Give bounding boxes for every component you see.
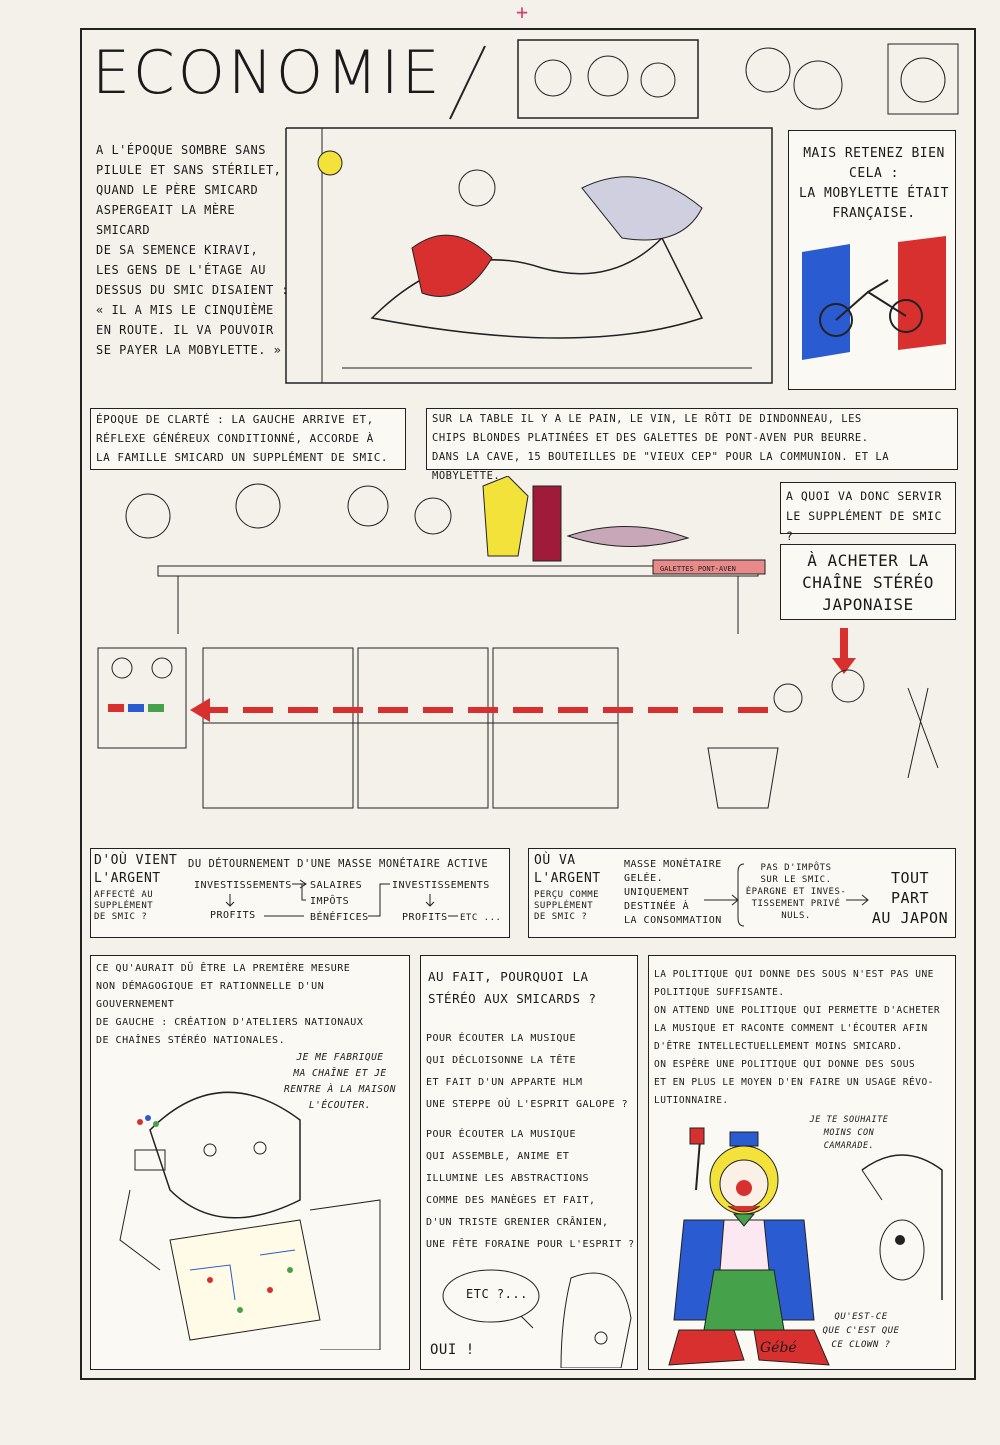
flow-right-box	[528, 848, 956, 938]
flow-left-etc: ETC ...	[460, 913, 502, 923]
panel2-right-box	[426, 408, 958, 470]
flow-left-box	[90, 848, 510, 938]
bottom-left-text: CE QU'AURAIT DÛ ÊTRE LA PREMIÈRE MESURE …	[96, 963, 364, 1046]
flow-left-invest-2: INVESTISSEMENTS	[392, 880, 490, 891]
question-text: A QUOI VA DONC SERVIR LE SUPPLÉMENT DE S…	[786, 489, 942, 543]
worker-speech-bubble: JE ME FABRIQUE MA CHAÎNE ET JE RENTRE À …	[284, 1052, 396, 1111]
flow-left-salaires: SALAIRES	[310, 880, 363, 891]
question-box	[780, 482, 956, 534]
flow-left-question-sub: AFFECTÉ AU SUPPLÉMENT DE SMIC ?	[94, 890, 154, 922]
dinner-table-illustration: GALETTES PONT-AVEN	[125, 476, 766, 634]
clown-speech-bubble: JE TE SOUHAITE MOINS CON CAMARADE.	[809, 1115, 889, 1151]
flow-left-benefices: BÉNÉFICES	[310, 912, 369, 923]
clown-illustration	[668, 1127, 830, 1366]
flow-left-invest-1: INVESTISSEMENTS	[194, 880, 292, 891]
panel2-right-text: SUR LA TABLE IL Y A LE PAIN, LE VIN, LE …	[432, 413, 890, 482]
bottom-right-text: LA POLITIQUE QUI DONNE DES SOUS N'EST PA…	[654, 969, 941, 1106]
title-slash	[449, 45, 486, 120]
flow-left-impots: IMPÔTS	[310, 896, 350, 907]
answer-text: À ACHETER LA CHAÎNE STÉRÉO JAPONAISE	[802, 551, 934, 614]
flow-left-heading: DU DÉTOURNEMENT D'UNE MASSE MONÉTAIRE AC…	[188, 858, 489, 870]
galettes-box-label: GALETTES PONT-AVEN	[660, 565, 736, 573]
bottom-middle-panel	[420, 955, 638, 1370]
bedroom-scene-illustration	[285, 127, 773, 384]
flow-right-question-sub: PERÇU COMME SUPPLÉMENT DE SMIC ?	[534, 890, 600, 922]
flow-right-middle: MASSE MONÉTAIRE GELÉE. UNIQUEMENT DESTIN…	[624, 859, 722, 926]
registration-mark: +	[516, 0, 529, 24]
flow-left-profits-2: PROFITS	[402, 912, 448, 923]
bottom-middle-paragraph-1: POUR ÉCOUTER LA MUSIQUE QUI DÉCLOISONNE …	[426, 1033, 629, 1110]
comic-page-frame	[80, 28, 976, 1380]
panel2-left-box	[90, 408, 406, 470]
page-title: ECONOMIE	[92, 38, 443, 108]
etc-speech-text: ETC ?...	[466, 1287, 528, 1301]
panel1-aside-text: MAIS RETENEZ BIEN CELA : LA MOBYLETTE ÉT…	[799, 146, 949, 221]
bottom-middle-faces-illustration	[442, 1269, 632, 1368]
panel2-left-text: ÉPOQUE DE CLARTÉ : LA GAUCHE ARRIVE ET, …	[96, 413, 389, 464]
flow-right-tax: PAS D'IMPÔTS SUR LE SMIC. ÉPARGNE ET INV…	[745, 863, 847, 921]
oui-speech-text: OUI !	[430, 1342, 475, 1358]
panel1-narration: A L'ÉPOQUE SOMBRE SANS PILULE ET SANS ST…	[96, 143, 290, 357]
artist-signature: Gébé	[760, 1340, 797, 1356]
flow-left-arrows	[225, 879, 458, 917]
onlooker-reply-text: QU'EST-CE QUE C'EST QUE CE CLOWN ?	[822, 1312, 900, 1350]
bottom-middle-question: AU FAIT, POURQUOI LA STÉRÉO AUX SMICARDS…	[428, 969, 597, 1006]
supermarket-illustration	[97, 628, 939, 809]
flow-left-question: D'OÙ VIENT L'ARGENT	[94, 853, 178, 886]
onlooker-face-illustration	[861, 1154, 943, 1300]
flow-right-question: OÙ VA L'ARGENT	[534, 853, 601, 886]
flow-right-arrows	[704, 863, 745, 927]
bottom-middle-paragraph-2: POUR ÉCOUTER LA MUSIQUE QUI ASSEMBLE, AN…	[426, 1129, 635, 1250]
worker-assembling-stereo-illustration	[119, 1091, 381, 1350]
answer-box	[780, 544, 956, 620]
french-flag-mobylette-icon	[802, 236, 946, 360]
flow-right-end-arrow	[846, 894, 869, 906]
flow-right-end: TOUT PART AU JAPON	[871, 869, 949, 927]
portrait-frames-illustration	[517, 39, 959, 119]
flow-left-profits-1: PROFITS	[210, 910, 256, 921]
